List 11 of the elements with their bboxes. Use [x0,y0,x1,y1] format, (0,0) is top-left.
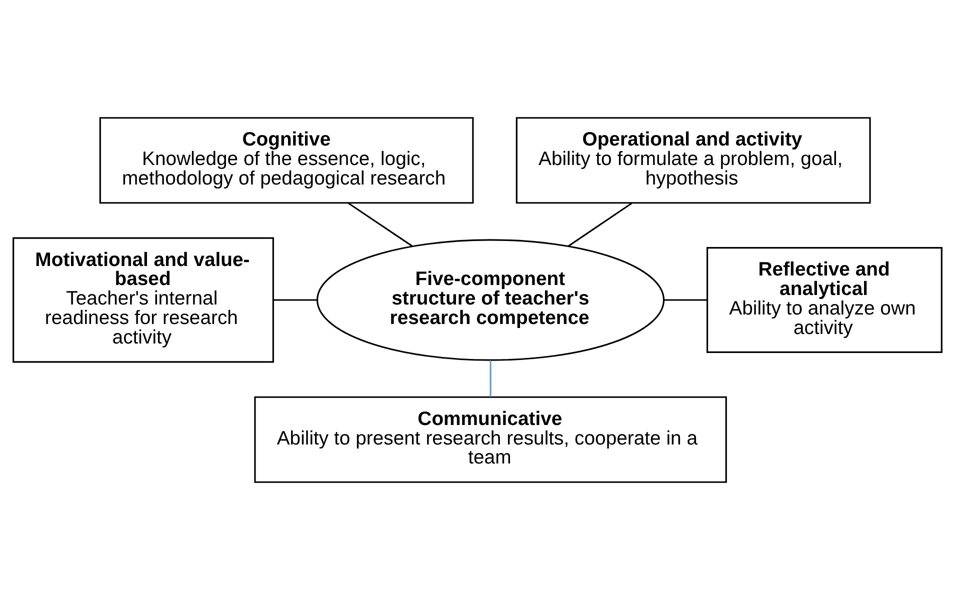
node-box: Operational and activity Ability to formulate a problem, goal, hypothesis [516,116,871,204]
connector [568,202,632,246]
node-box: Communicative Ability to present research results, cooperate in a team [254,396,727,482]
connector [490,360,492,396]
node-box: Cognitive Knowledge of the essence, logic, methodology of pedagogical research [99,116,474,204]
node-ellipse: Five-component structure of teacher's research competence [316,238,665,360]
connector [348,202,413,246]
node-box: Reflective and analytical Ability to analyze own activity [706,246,942,352]
connector [664,298,708,300]
connector [274,298,317,300]
node-box: Motivational and value-based Teacher's internal readiness for research activity [12,236,274,362]
